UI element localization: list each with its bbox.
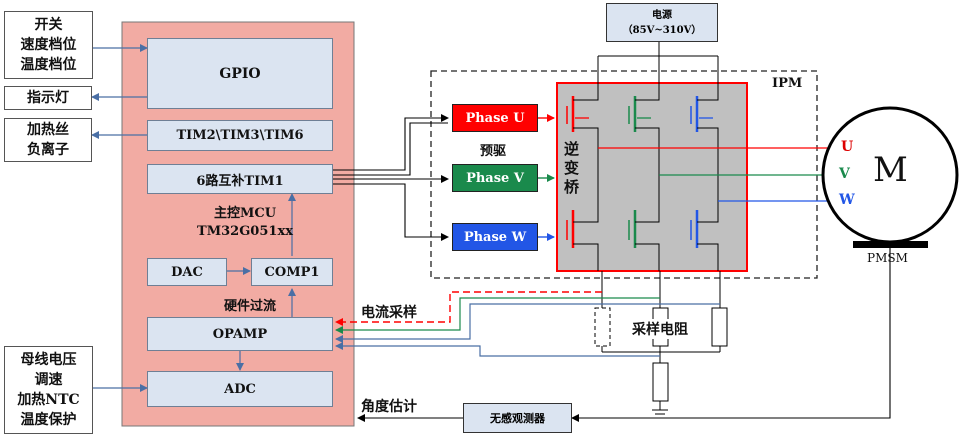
phase-u-terminal: U xyxy=(841,139,854,155)
opamp-module: OPAMP xyxy=(147,317,333,351)
heater-ion-box: 加热丝 负离子 xyxy=(4,118,92,162)
angle-estimation-label: 角度估计 xyxy=(361,399,417,415)
gpio-module: GPIO xyxy=(147,38,333,109)
observer-box: 无感观测器 xyxy=(463,403,572,433)
inverter-bridge xyxy=(556,82,748,272)
bus-voltage-box: 母线电压 调速 加热NTC 温度保护 xyxy=(4,346,93,434)
sampling-resistor-label: 采样电阻 xyxy=(631,319,689,339)
sampling-resistor-w xyxy=(711,307,728,347)
hw-overcurrent-label: 硬件过流 xyxy=(224,299,277,314)
wire-tim1-phase-u2 xyxy=(333,122,448,176)
phase-u-block: Phase U xyxy=(452,104,538,132)
phase-v-block: Phase V xyxy=(452,164,538,192)
dac-module: DAC xyxy=(147,258,227,286)
sense-line-u xyxy=(335,291,602,326)
phase-w-terminal: W xyxy=(839,192,855,208)
phase-v-terminal: V xyxy=(839,166,850,182)
predriver-label: 预驱 xyxy=(480,144,507,159)
motor-type-label: PMSM xyxy=(867,251,908,265)
sense-line-bus xyxy=(335,342,660,357)
wire-tim1-phase-w xyxy=(333,183,449,241)
inverter-bridge-label: 逆 变 桥 xyxy=(563,140,581,197)
power-range: （85V~310V） xyxy=(622,24,702,36)
ipm-label: IPM xyxy=(772,76,803,91)
wire-tim1-phase-u xyxy=(333,114,449,171)
ipm-region xyxy=(430,70,818,279)
motor-symbol: M xyxy=(873,150,908,190)
timers-module: TIM2\TIM3\TIM6 xyxy=(147,120,333,151)
comp1-module: COMP1 xyxy=(251,258,333,286)
phase-w-block: Phase W xyxy=(452,223,538,251)
adc-module: ADC xyxy=(147,371,333,407)
power-supply-box: 电源 （85V~310V） xyxy=(606,3,718,42)
sense-line-v xyxy=(335,297,660,334)
sampling-resistor-u xyxy=(594,307,611,347)
power-title: 电源 xyxy=(652,9,672,21)
current-sampling-label: 电流采样 xyxy=(361,305,417,321)
wire-motor-observer xyxy=(571,248,891,422)
switch-speed-temp-box: 开关 速度档位 温度档位 xyxy=(4,11,93,79)
sense-line-w xyxy=(335,303,720,343)
sampling-resistor-bus xyxy=(652,362,669,402)
main-mcu-label: 主控MCU TM32G051xx xyxy=(197,206,293,239)
tim1-module: 6路互补TIM1 xyxy=(147,164,333,194)
indicator-box: 指示灯 xyxy=(4,86,92,110)
